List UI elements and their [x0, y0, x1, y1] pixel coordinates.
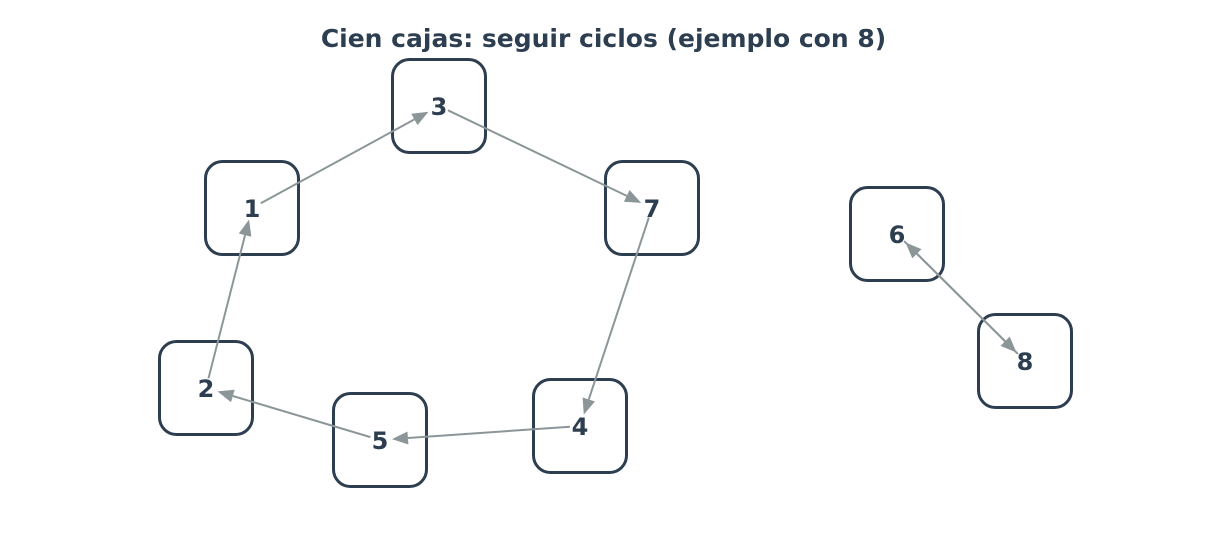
edge-line-8-6	[916, 253, 1019, 355]
node-box-2	[158, 340, 254, 436]
edge-line-1-3	[260, 118, 415, 205]
node-label-8: 8	[1017, 348, 1034, 376]
node-label-3: 3	[431, 93, 448, 121]
figure-title: Cien cajas: seguir ciclos (ejemplo con 8…	[320, 24, 887, 53]
edge-arrowhead-8-6	[905, 242, 922, 259]
edge-line-3-7	[447, 109, 628, 197]
edge-arrowhead-4-5	[391, 431, 409, 445]
node-box-1	[204, 160, 300, 256]
edge-arrowhead-2-1	[238, 219, 252, 237]
node-label-4: 4	[572, 413, 589, 441]
node-label-5: 5	[372, 427, 389, 455]
edge-line-7-4	[587, 217, 650, 400]
edge-arrowhead-5-2	[217, 389, 235, 403]
edge-arrowhead-1-3	[411, 111, 429, 126]
node-box-7	[604, 160, 700, 256]
node-label-7: 7	[644, 195, 661, 223]
edge-arrowhead-3-7	[623, 190, 642, 203]
edge-line-2-1	[207, 234, 247, 379]
node-label-2: 2	[198, 375, 215, 403]
edge-arrowhead-7-4	[582, 397, 595, 415]
edge-line-4-5	[407, 425, 571, 440]
node-label-1: 1	[244, 195, 261, 223]
node-box-3	[391, 58, 487, 154]
node-box-5	[332, 392, 428, 488]
node-box-4	[532, 378, 628, 474]
node-label-6: 6	[889, 221, 906, 249]
edge-line-5-2	[232, 395, 371, 439]
